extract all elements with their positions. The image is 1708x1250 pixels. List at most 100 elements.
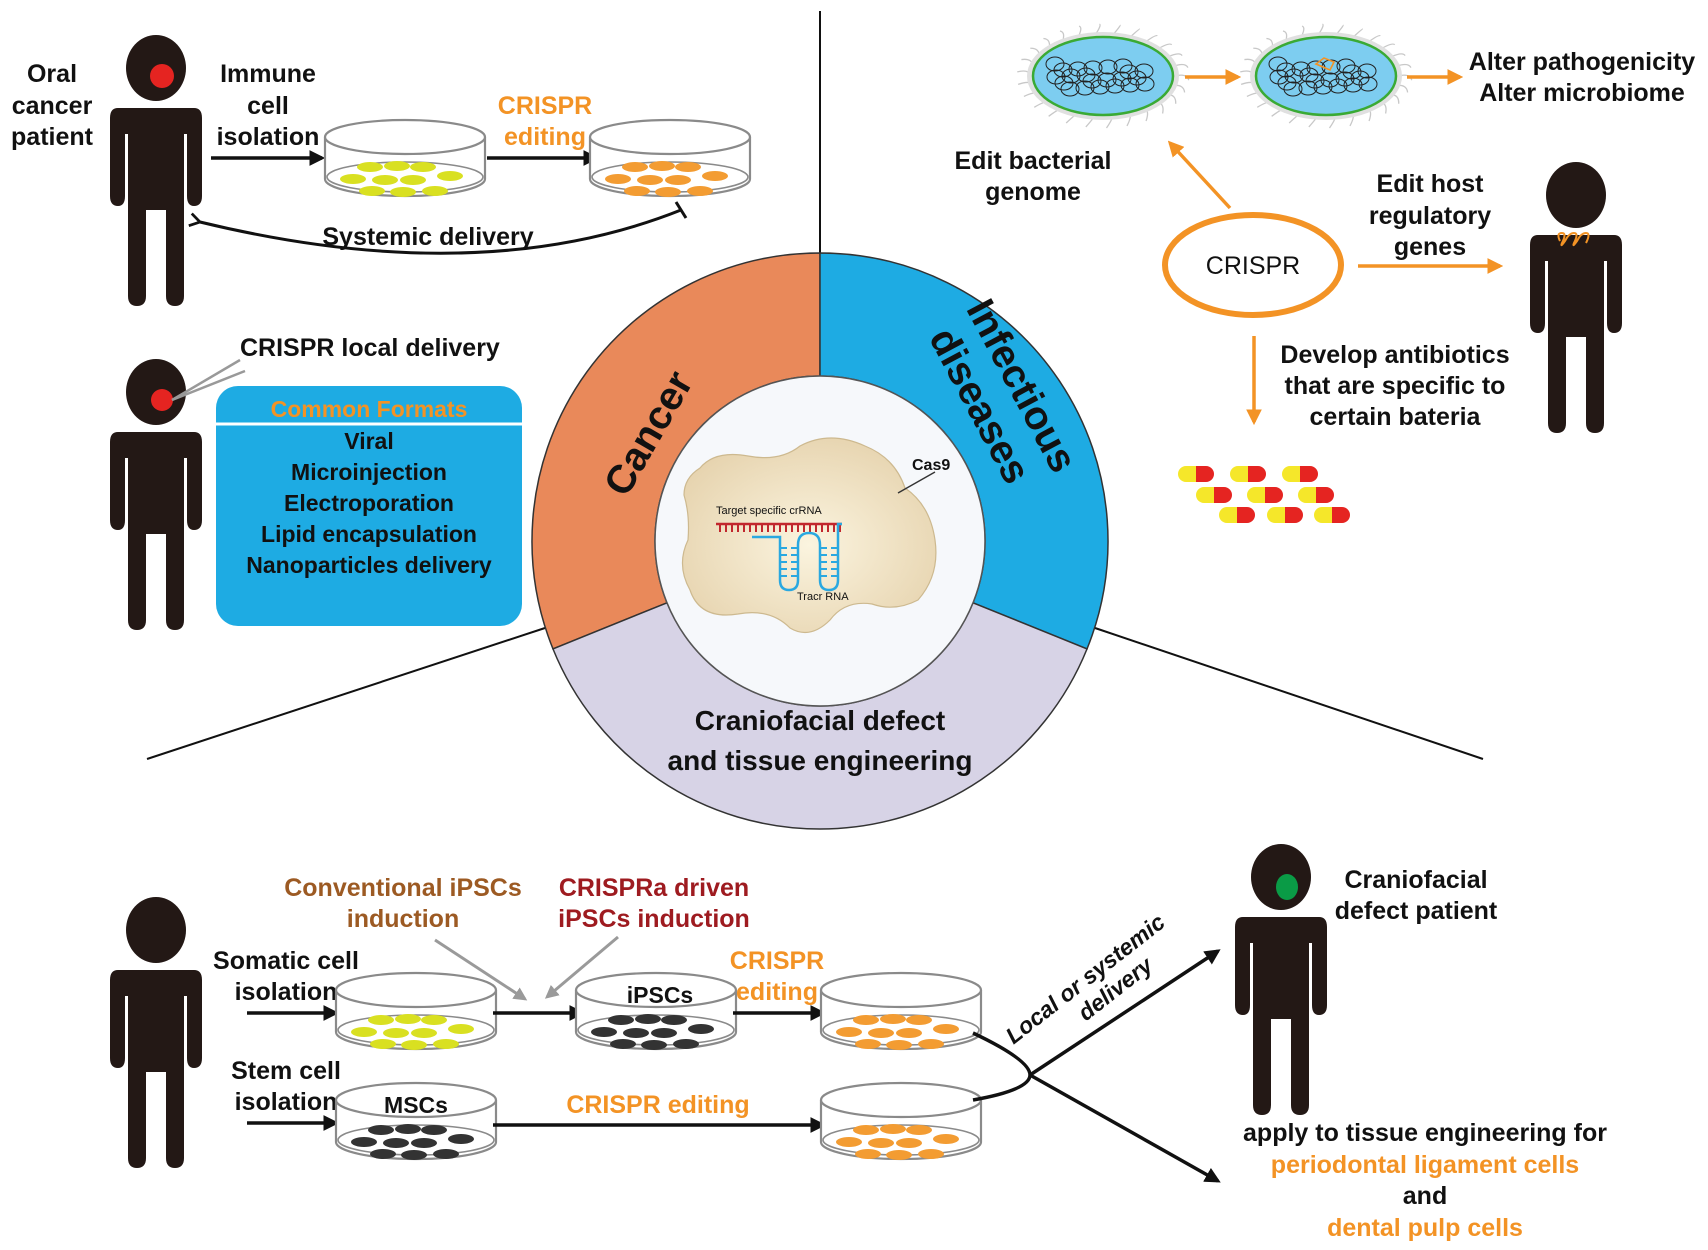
- edit-bacterial-label-2: genome: [985, 178, 1081, 206]
- patient-label-2: cancer: [12, 92, 93, 120]
- cranio-patient-label-1: Craniofacial: [1344, 866, 1487, 894]
- dna-loop: [1336, 58, 1356, 74]
- petri-dish-edited-mscs: [819, 1081, 983, 1161]
- cell-icon: [351, 1027, 377, 1037]
- pill-icon: [1298, 487, 1334, 503]
- cell-icon: [401, 1040, 427, 1050]
- antibiotic-pills-icon: [1178, 466, 1350, 523]
- merge-curve-top: [972, 1031, 1032, 1076]
- cell-icon: [649, 161, 675, 171]
- tracr-label: Tracr RNA: [797, 591, 849, 603]
- healed-defect-icon: [1276, 874, 1298, 900]
- cell-icon: [608, 1015, 634, 1025]
- cell-icon: [395, 1014, 421, 1024]
- dish-rim: [334, 1081, 498, 1119]
- cell-icon: [918, 1149, 944, 1159]
- edit-bacterial-label-1: Edit bacterial: [955, 147, 1112, 175]
- cell-icon: [383, 1028, 409, 1038]
- dna-loop: [1135, 76, 1155, 92]
- tumor-icon: [150, 64, 174, 88]
- crispra-label-2: iPSCs induction: [558, 905, 750, 933]
- editing-top-label-2: editing: [736, 978, 818, 1006]
- cell-icon: [702, 171, 728, 181]
- arrow-systemic-delivery: [200, 208, 682, 255]
- petri-dish-ipscs: [574, 971, 738, 1051]
- cell-icon: [605, 174, 631, 184]
- cell-icon: [637, 175, 663, 185]
- cell-icon: [853, 1125, 879, 1135]
- dna-loop: [1045, 56, 1065, 72]
- isolation-label-2: cell: [247, 92, 289, 120]
- conventional-label-1: Conventional iPSCs: [284, 874, 522, 902]
- cell-icon: [880, 1014, 906, 1024]
- pill-icon: [1230, 466, 1266, 482]
- cell-icon: [370, 1039, 396, 1049]
- cell-icon: [400, 175, 426, 185]
- pulp-cells-label: dental pulp cells: [1327, 1214, 1523, 1242]
- cell-icon: [395, 1124, 421, 1134]
- dna-loop: [1328, 78, 1348, 94]
- cell-icon: [357, 162, 383, 172]
- host-patient-icon: [1530, 162, 1622, 433]
- editing-bottom-label: CRISPR editing: [566, 1091, 749, 1119]
- cell-icon: [868, 1138, 894, 1148]
- dna-loop: [1098, 59, 1118, 75]
- cell-icon: [687, 186, 713, 196]
- local-delivery-patient-icon: [110, 359, 202, 630]
- cell-icon: [591, 1027, 617, 1037]
- petri-dish-edited-cells: [588, 118, 752, 198]
- pill-icon: [1282, 466, 1318, 482]
- cell-icon: [623, 1028, 649, 1038]
- dish-rim: [334, 971, 498, 1009]
- dna-loop: [1277, 75, 1297, 91]
- cell-icon: [673, 1039, 699, 1049]
- cell-icon: [340, 174, 366, 184]
- craniofacial-segment-label-2: and tissue engineering: [668, 745, 973, 776]
- cell-icon: [896, 1138, 922, 1148]
- bacterium-icon: [1017, 23, 1190, 129]
- pill-icon: [1247, 487, 1283, 503]
- dna-loop: [1313, 79, 1333, 95]
- dna-loop: [1060, 81, 1080, 97]
- antibiotics-label-2: that are specific to: [1285, 372, 1506, 400]
- pill-icon: [1267, 507, 1303, 523]
- cell-icon: [370, 1149, 396, 1159]
- cell-icon: [410, 162, 436, 172]
- cell-icon: [896, 1028, 922, 1038]
- dna-loop: [1120, 77, 1140, 93]
- petri-dish-edited-ipscs: [819, 971, 983, 1051]
- cell-icon: [675, 162, 701, 172]
- cell-icon: [886, 1150, 912, 1160]
- dish-rim: [588, 118, 752, 156]
- cas9-protein-shape: [681, 437, 937, 634]
- antibiotics-label-1: Develop antibiotics: [1280, 341, 1509, 369]
- divider-right: [1094, 627, 1484, 760]
- cas9-label: Cas9: [912, 457, 950, 474]
- cell-icon: [933, 1134, 959, 1144]
- cell-icon: [359, 186, 385, 196]
- arrow-to-patient: [1029, 949, 1221, 1077]
- apply-label: apply to tissue engineering for: [1243, 1119, 1607, 1147]
- dna-loop: [1283, 81, 1303, 97]
- cell-icon: [635, 1014, 661, 1024]
- crispr-center-label: CRISPR: [1206, 252, 1300, 280]
- pill-icon: [1178, 466, 1214, 482]
- injection-needle-icon: [171, 358, 241, 402]
- dna-loop: [1358, 76, 1378, 92]
- patient-label-3: patient: [11, 123, 94, 151]
- cranio-patient-label-2: defect patient: [1335, 897, 1498, 925]
- cell-icon: [421, 1125, 447, 1135]
- ipscs-dish-label: iPSCs: [627, 982, 693, 1008]
- dna-gene-icon: [1557, 231, 1590, 247]
- pdl-cells-label: periodontal ligament cells: [1271, 1151, 1579, 1179]
- dna-loop: [1113, 58, 1133, 74]
- dna-loop: [1105, 78, 1125, 94]
- editing-label-2: editing: [504, 123, 586, 151]
- and-label: and: [1403, 1182, 1447, 1210]
- cell-icon: [433, 1039, 459, 1049]
- injection-needle-icon-2: [171, 369, 246, 402]
- dish-rim: [819, 1081, 983, 1119]
- crispra-label-1: CRISPRa driven: [559, 874, 749, 902]
- format-item: Viral: [344, 428, 393, 454]
